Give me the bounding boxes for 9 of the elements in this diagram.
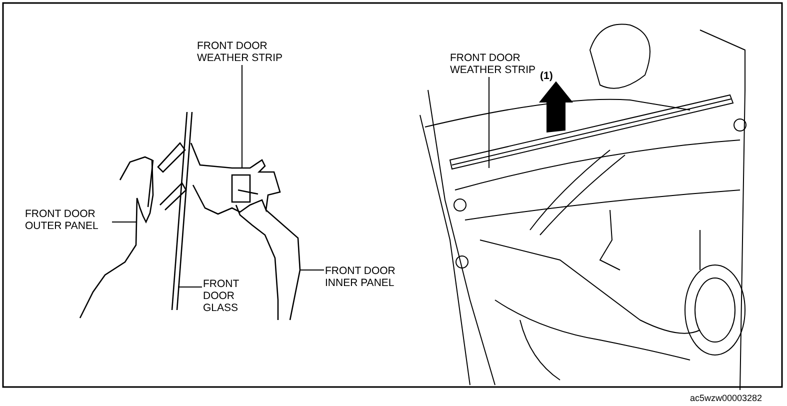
callout-number: (1): [540, 70, 553, 82]
part-label: FRONT DOOR INNER PANEL: [325, 265, 415, 289]
leader-line: [178, 286, 202, 288]
part-label: FRONT DOOR OUTER PANEL: [25, 208, 115, 232]
figure-id: ac5wzw00003282: [690, 392, 762, 404]
part-label: FRONT DOOR GLASS: [203, 278, 253, 314]
part-label: FRONT DOOR WEATHER STRIP: [197, 40, 293, 64]
inner-panel-drawing: [266, 210, 301, 320]
leader-line: [488, 76, 490, 168]
